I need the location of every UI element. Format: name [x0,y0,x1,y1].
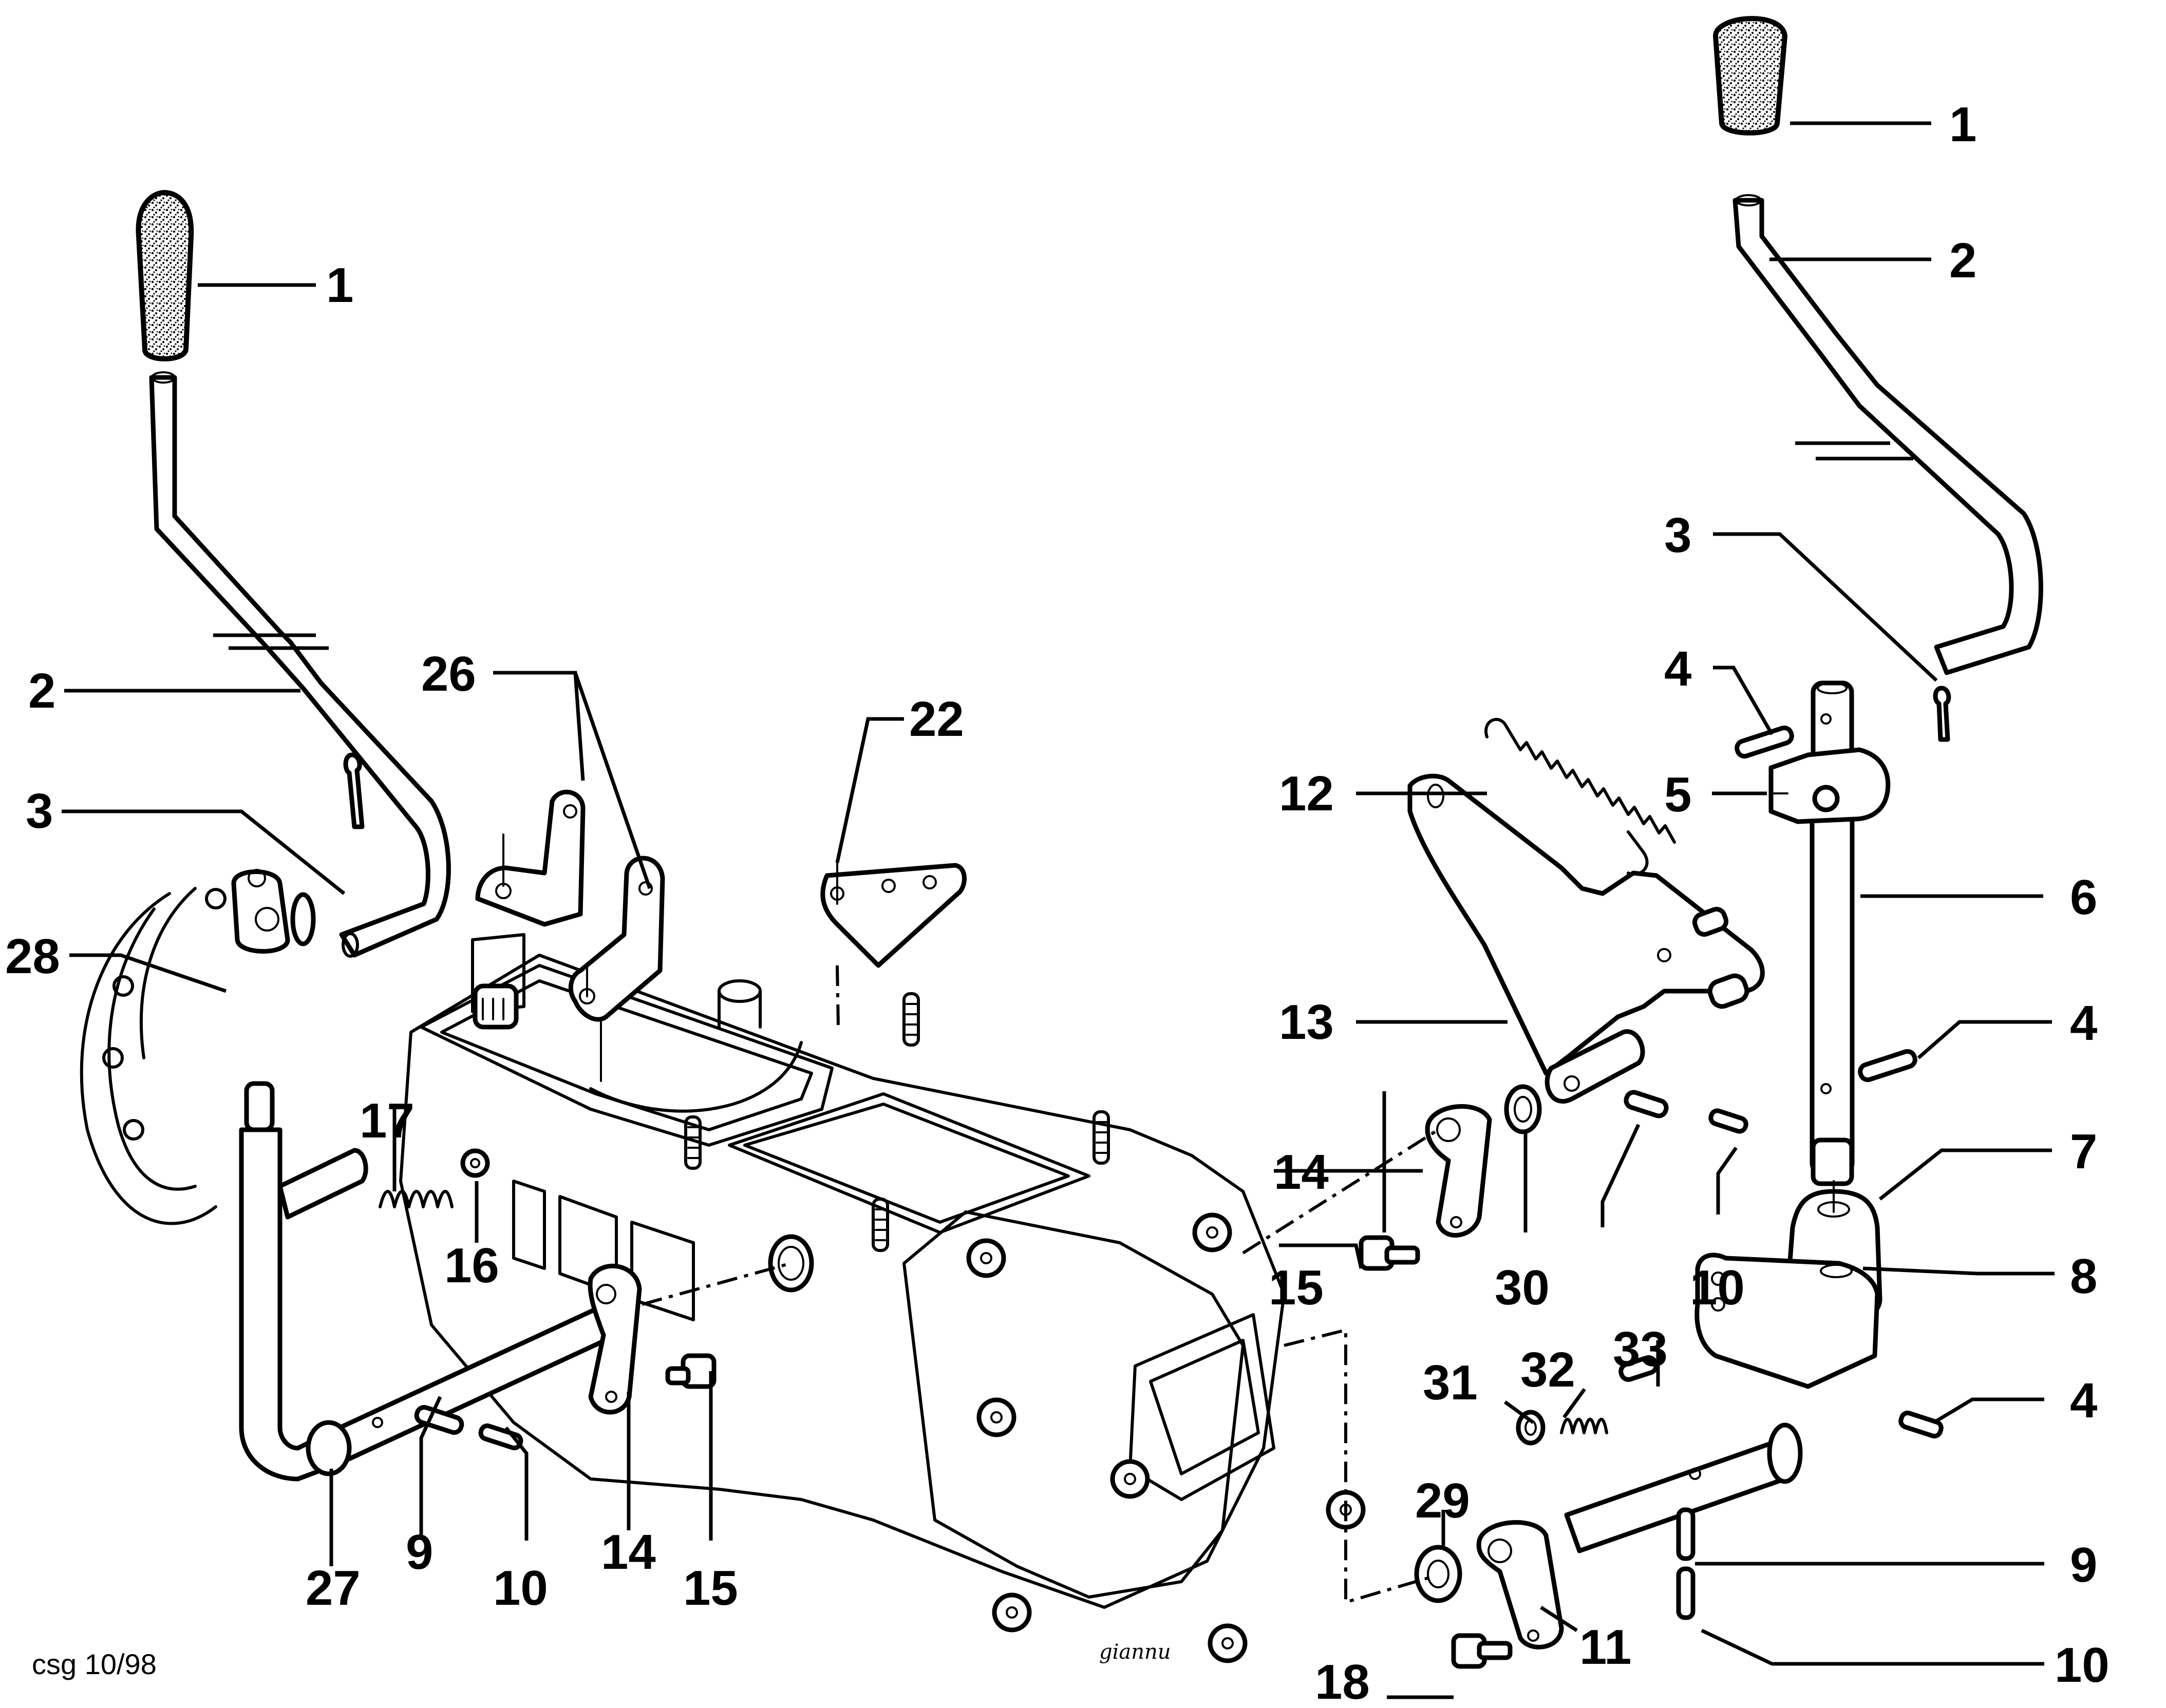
callout-right-bolt-upper: 15 [1269,1260,1324,1315]
callout-roll-pin-mid: 4 [2070,996,2097,1051]
callout-left-bolt: 15 [683,1561,738,1616]
callout-labels: 1 2 3 28 26 22 17 16 27 9 10 14 15 1 2 3… [5,97,2110,1708]
callout-right-lever: 2 [1949,233,1976,288]
left-assembly [136,189,967,1482]
nut [1192,1212,1232,1252]
pin-9-right [1676,1507,1696,1561]
callout-bracket-pair: 26 [421,647,476,701]
spring-17 [379,1190,454,1208]
pin-upper-b [1708,1108,1748,1134]
callout-clamp: 28 [5,929,60,984]
callout-right-pin-b: 10 [2055,1638,2110,1693]
pin-upper-a [1624,1090,1669,1118]
bracket-26b [568,856,665,1082]
callout-bolt-18: 18 [1315,1655,1370,1708]
stud [902,992,920,1047]
clevis-5 [1768,747,1891,824]
washer-29 [1414,1545,1462,1603]
bolt-18 [1451,1633,1513,1669]
leader-lines [62,121,2055,1699]
plate-22 [820,862,967,1028]
callout-plate: 22 [909,692,964,747]
washer-30 [1504,1084,1542,1134]
bolt-15-right [1359,1235,1420,1271]
nut [1110,1459,1150,1499]
callout-right-pin-a: 9 [2070,1538,2097,1592]
callout-right-split-pin: 3 [1664,508,1691,563]
bellcrank-13 [1407,773,1765,1104]
pin-10-left [478,1423,523,1451]
callout-roll-pin-low: 4 [2070,1373,2097,1428]
callout-coupler: 7 [2070,1124,2097,1179]
callout-washer-29: 29 [1415,1473,1470,1528]
arm-14-left [588,1263,642,1415]
callout-left-pin-a: 9 [406,1525,433,1580]
roll-pin-4-mid [1858,1049,1917,1083]
arm-14-right [1425,1104,1492,1238]
yoke-block-8 [1694,1252,1880,1389]
callout-right-arm-upper: 14 [1274,1145,1329,1200]
callout-spring-12: 12 [1279,766,1334,821]
plunger-33 [1618,1355,1659,1382]
nut [1208,1623,1248,1663]
callout-left-split-pin: 3 [26,784,53,839]
spring-32 [1560,1418,1608,1434]
nut [992,1592,1032,1633]
washer-31 [1516,1410,1546,1446]
roll-pin-4-low [1898,1410,1944,1439]
callout-left-spring: 17 [360,1093,415,1148]
callout-right-knob: 1 [1949,97,1976,152]
callout-roll-pin-top: 4 [1664,641,1691,696]
stud [1093,1110,1110,1165]
drawing-credit: csg 10/98 [32,1648,157,1680]
callout-clevis: 5 [1664,767,1691,822]
callout-washer-31: 31 [1423,1355,1478,1410]
pin-9-left [414,1405,464,1435]
gear-knob-left [136,189,194,362]
split-pin-right [1933,686,1951,742]
gear-knob-right [1712,16,1788,136]
stud [872,1198,889,1252]
artist-signature: giannu [1099,1640,1171,1664]
callout-right-pin-upper: 10 [1690,1260,1745,1315]
nut [966,1238,1006,1278]
callout-yoke-block: 8 [2070,1249,2097,1304]
callout-plunger-33: 33 [1613,1322,1668,1377]
callout-shaft-elbow: 27 [306,1561,361,1616]
right-assembly [1242,16,2043,1669]
nut [976,1397,1016,1437]
shift-rod-27 [239,1081,619,1482]
split-pin-left [343,752,365,829]
ball-16 [460,1148,490,1178]
clamp-28 [231,869,316,954]
bracket-26a [475,789,586,927]
callout-arm-11: 11 [1579,1620,1631,1675]
gear-lever-left [149,375,451,958]
callout-vertical-shaft: 6 [2070,870,2097,925]
stud [684,1115,702,1170]
callout-left-pin-b: 10 [493,1561,548,1616]
callout-bellcrank: 13 [1279,995,1334,1050]
gear-lever-right [1732,198,2043,675]
selector-rod [1564,1422,1803,1553]
pin-10-right [1676,1566,1696,1620]
callout-left-lever: 2 [28,663,55,718]
bolt-15-left [665,1353,717,1389]
callout-ball: 16 [444,1238,499,1293]
arm-11 [1476,1520,1564,1649]
callout-washer-30: 30 [1495,1260,1550,1315]
callout-left-knob: 1 [326,258,353,313]
gearbox-housing: giannu [80,887,1366,1664]
oil-seal [768,1234,814,1293]
callout-left-arm: 14 [601,1525,656,1580]
roll-pin-4-top [1735,725,1794,759]
callout-spring-32: 32 [1520,1342,1575,1397]
